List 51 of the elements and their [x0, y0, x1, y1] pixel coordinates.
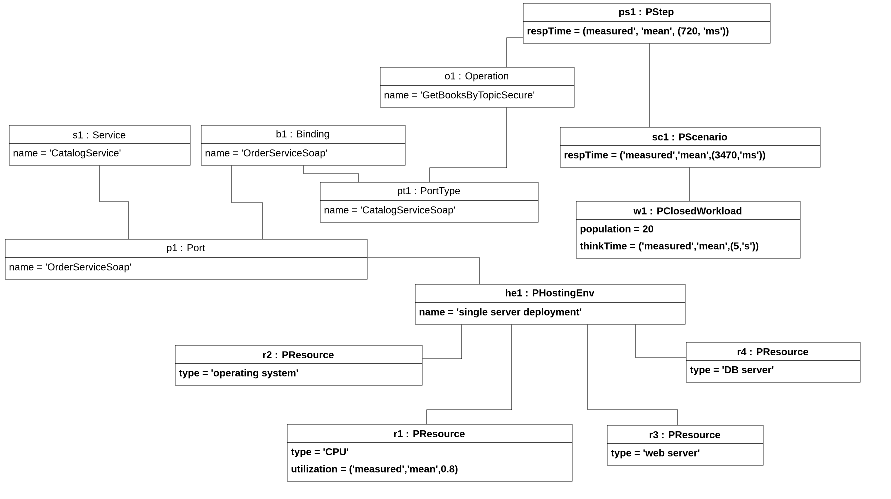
object-name: o1 : Operation: [445, 72, 508, 82]
object-name: r4 : PResource: [738, 348, 808, 356]
object-name: sc1 : PScenario: [652, 133, 728, 141]
object-name: r3 : PResource: [650, 431, 720, 439]
attribute-text: name = 'OrderServiceSoap': [206, 149, 328, 159]
object-name: pt1 : PortType: [398, 188, 460, 196]
object-box: [200, 125, 406, 166]
connector-line: [304, 165, 360, 182]
attribute-text: respTime = ('measured','mean',(3470,'ms')): [564, 151, 766, 161]
object-box: [560, 127, 821, 168]
object-box: [606, 425, 764, 466]
connector-line: [100, 165, 130, 240]
object-name: s1 : Service: [73, 131, 126, 139]
object-box: [320, 182, 539, 223]
object-box: [686, 342, 861, 383]
object-box: [286, 424, 573, 482]
object-name: ps1 : PStep: [619, 8, 674, 18]
object-name: he1 : PHostingEnv: [506, 289, 595, 299]
connector-line: [367, 258, 480, 284]
object-box: [414, 284, 686, 325]
connector-line: [430, 107, 508, 182]
attribute-text: name = 'GetBooksByTopicSecure': [384, 91, 535, 101]
attribute-text: type = 'CPU': [291, 448, 348, 458]
object-name: b1 : Binding: [276, 130, 330, 140]
attribute-text: name = 'CatalogService': [14, 149, 121, 159]
attribute-text: name = 'CatalogServiceSoap': [324, 206, 456, 216]
connector-line: [636, 324, 686, 358]
connector-line: [232, 165, 264, 240]
object-name: w1 : PClosedWorkload: [634, 207, 742, 215]
attribute-text: utilization = ('measured','mean',0.8): [292, 465, 458, 475]
object-box: [4, 239, 368, 280]
object-box: [522, 3, 771, 44]
connector-line: [426, 324, 512, 424]
connector-line: [506, 38, 524, 68]
object-name: r1 : PResource: [394, 430, 465, 438]
attribute-text: population = 20: [580, 225, 654, 235]
attribute-text: type = 'DB server': [690, 366, 774, 376]
object-name: p1 : Port: [167, 244, 206, 254]
object-box: [380, 67, 575, 108]
attribute-text: name = 'single server deployment': [420, 308, 582, 318]
object-box: [8, 125, 191, 166]
attribute-text: respTime = (measured', 'mean', (720, 'ms')): [528, 27, 729, 37]
object-box: [576, 201, 801, 259]
connector-line: [422, 324, 462, 360]
connector-line: [588, 324, 678, 426]
attribute-text: thinkTime = ('measured','mean',(5,'s')): [580, 242, 759, 252]
object-name: r2 : PResource: [263, 351, 334, 359]
attribute-text: type = 'web server': [611, 449, 700, 459]
attribute-text: name = 'OrderServiceSoap': [10, 263, 132, 273]
object-box: [174, 345, 423, 386]
attribute-text: type = 'operating system': [179, 369, 298, 379]
